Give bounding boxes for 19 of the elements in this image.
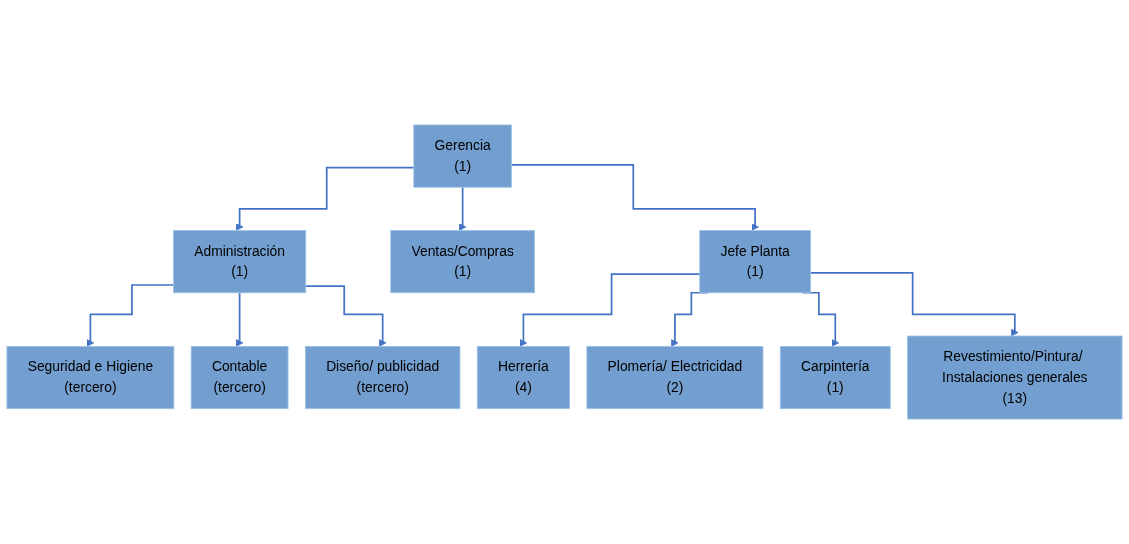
node-box: Seguridad e Higiene (tercero) (6, 345, 175, 410)
node-box: Plomería/ Electricidad (2) (586, 345, 764, 410)
arrow (235, 166, 415, 231)
arrow (235, 291, 244, 347)
arrow (86, 284, 175, 347)
node-box: Herrería (4) (476, 345, 570, 410)
node-box: Contable (tercero) (190, 345, 289, 410)
node-box: Jefe Planta (1) (699, 230, 811, 294)
node-box: Gerencia (1) (413, 124, 512, 188)
node-box: Carpintería (1) (779, 345, 891, 410)
node-box: Revestimiento/Pintura/ Instalaciones generales (13) (907, 335, 1123, 420)
arrow (458, 186, 467, 231)
arrow (809, 272, 1019, 337)
arrow (304, 285, 387, 347)
arrow (510, 164, 759, 231)
node-box: Administración (1) (173, 230, 307, 294)
arrow (519, 273, 701, 347)
node-box: Ventas/Compras (1) (390, 230, 535, 294)
node-box: Diseño/ publicidad (tercero) (304, 345, 461, 410)
